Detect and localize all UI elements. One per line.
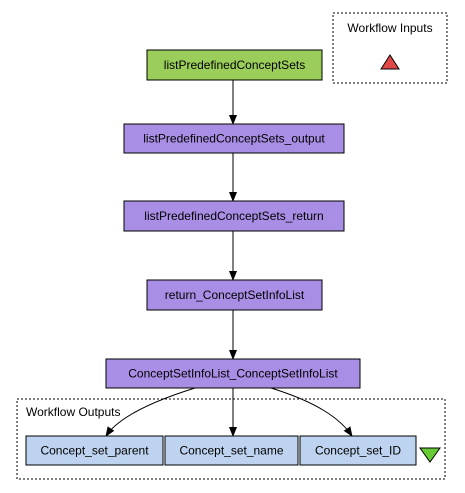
processor-label: ConceptSetInfoList_ConceptSetInfoList — [128, 367, 338, 381]
workflow-outputs-title: Workflow Outputs — [26, 405, 120, 419]
processor-node[interactable]: return_ConceptSetInfoList — [146, 279, 323, 311]
red-up-triangle-icon — [380, 54, 400, 70]
processor-label: listPredefinedConceptSets — [164, 58, 305, 72]
processor-node[interactable]: listPredefinedConceptSets_output — [123, 123, 345, 154]
output-port-label: Concept_set_name — [179, 444, 283, 458]
output-port-label: Concept_set_ID — [315, 444, 401, 458]
edge — [270, 387, 353, 437]
processor-node[interactable]: ConceptSetInfoList_ConceptSetInfoList — [105, 358, 361, 389]
workflow-inputs-title: Workflow Inputs — [347, 21, 432, 35]
processor-label: listPredefinedConceptSets_return — [144, 209, 323, 223]
processor-node[interactable]: listPredefinedConceptSets_return — [123, 200, 345, 232]
processor-label: return_ConceptSetInfoList — [165, 288, 305, 302]
output-port[interactable]: Concept_set_name — [164, 435, 299, 466]
output-port[interactable]: Concept_set_parent — [25, 435, 164, 466]
diagram-edges — [105, 80, 353, 437]
output-port-label: Concept_set_parent — [40, 444, 149, 458]
edge — [105, 387, 196, 437]
processor-label: listPredefinedConceptSets_output — [143, 132, 325, 146]
processor-node[interactable]: listPredefinedConceptSets — [146, 49, 323, 81]
workflow-inputs-panel: Workflow Inputs — [332, 12, 448, 84]
green-down-triangle-icon — [419, 447, 441, 463]
output-port[interactable]: Concept_set_ID — [299, 435, 417, 466]
